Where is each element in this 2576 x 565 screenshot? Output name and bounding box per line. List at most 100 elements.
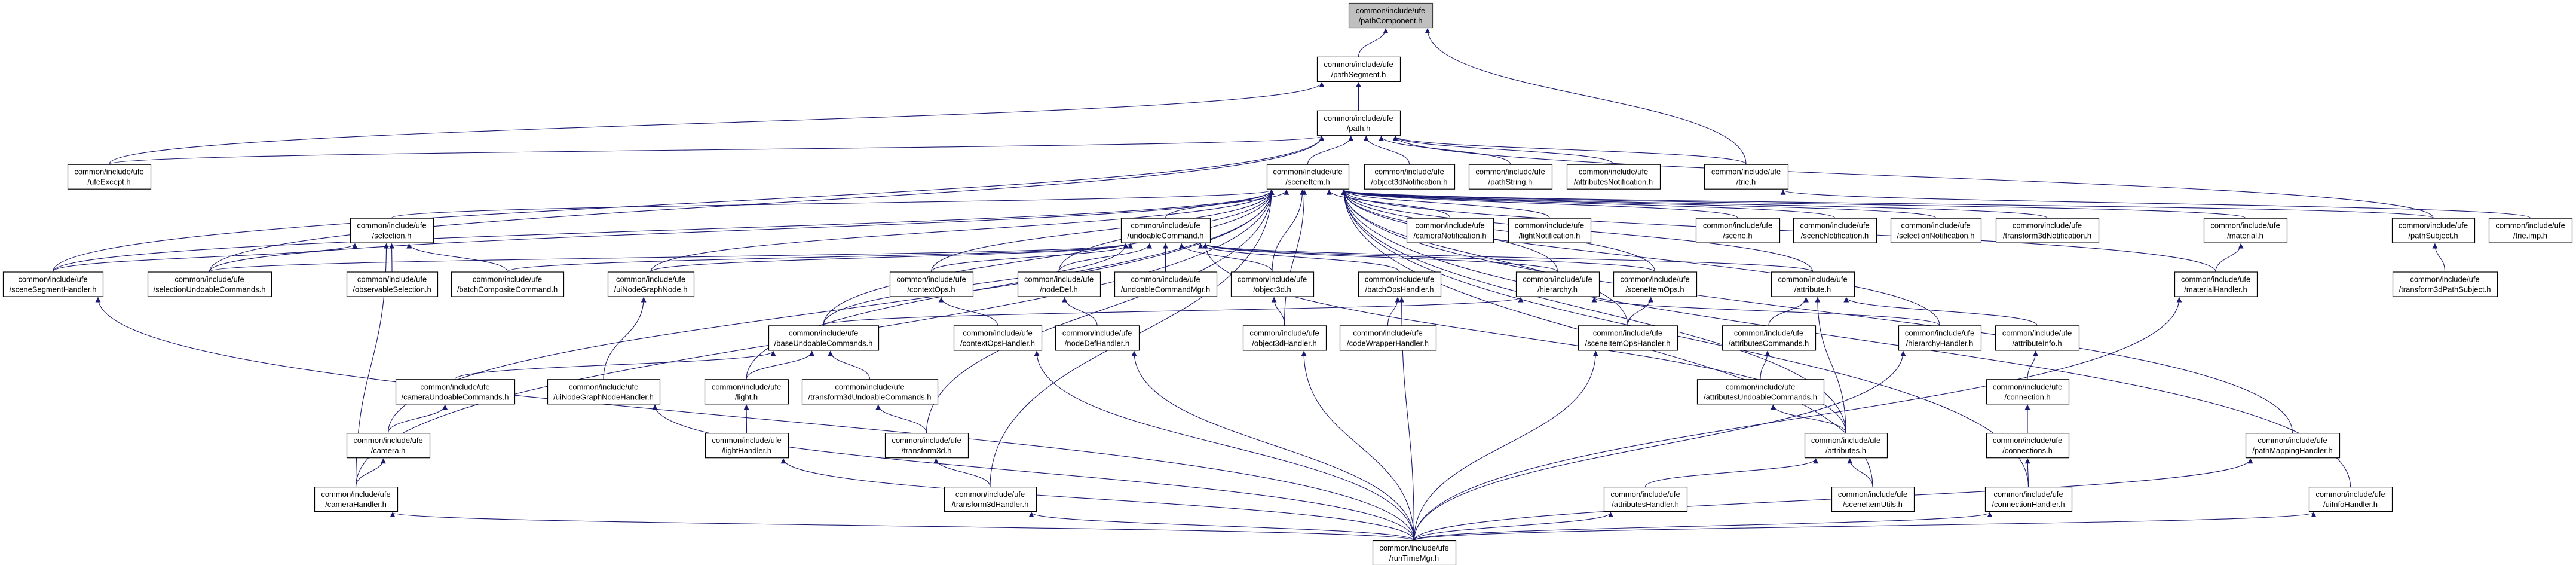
- node-uiNodeGraphNode[interactable]: common/include/ufe/uiNodeGraphNode.h: [607, 271, 695, 297]
- node-selectionUndoableCommands[interactable]: common/include/ufe/selectionUndoableComm…: [147, 271, 272, 297]
- node-materialHandler[interactable]: common/include/ufe/materialHandler.h: [2174, 271, 2258, 297]
- node-cameraNotification[interactable]: common/include/ufe/cameraNotification.h: [1406, 218, 1494, 243]
- node-attribute[interactable]: common/include/ufe/attribute.h: [1771, 271, 1855, 297]
- edge-runTimeMgr-to-contextOpsHandler: [1034, 350, 1415, 541]
- node-box: [1603, 486, 1688, 512]
- node-prefix: common/include/ufe: [1800, 221, 1869, 230]
- node-selection[interactable]: common/include/ufe/selection.h: [350, 218, 434, 243]
- node-pathSubject[interactable]: common/include/ufe/pathSubject.h: [2391, 218, 2476, 243]
- node-object3dNotification[interactable]: common/include/ufe/object3dNotification.…: [1364, 164, 1456, 190]
- node-scene[interactable]: common/include/ufe/scene.h: [1695, 218, 1781, 243]
- node-object3dHandler[interactable]: common/include/ufe/object3dHandler.h: [1242, 325, 1327, 351]
- node-lightHandler[interactable]: common/include/ufe/lightHandler.h: [705, 433, 789, 459]
- node-cameraUndoableCommands[interactable]: common/include/ufe/cameraUndoableCommand…: [395, 379, 516, 405]
- node-sceneNotification[interactable]: common/include/ufe/sceneNotification.h: [1793, 218, 1877, 243]
- node-object3d[interactable]: common/include/ufe/object3d.h: [1230, 271, 1315, 297]
- edge-runTimeMgr-to-lightHandler: [780, 458, 1415, 541]
- node-baseUndoableCommands[interactable]: common/include/ufe/baseUndoableCommands.…: [768, 325, 880, 351]
- node-attributesNotification[interactable]: common/include/ufe/attributesNotificatio…: [1566, 164, 1661, 190]
- edge-batchCompositeCommand-to-selection: [406, 243, 508, 272]
- node-box: [314, 486, 399, 512]
- edge-attributes-to-attributesUndoableCommands: [1770, 404, 1846, 433]
- node-observableSelection[interactable]: common/include/ufe/observableSelection.h: [346, 271, 439, 297]
- node-sceneSegmentHandler[interactable]: common/include/ufe/sceneSegmentHandler.h: [2, 271, 104, 297]
- node-camera[interactable]: common/include/ufe/camera.h: [346, 433, 431, 459]
- node-connections[interactable]: common/include/ufe/connections.h: [1986, 433, 2070, 459]
- node-transform3d[interactable]: common/include/ufe/transform3d.h: [884, 433, 969, 459]
- node-filename: /cameraUndoableCommands.h: [402, 392, 509, 401]
- node-path[interactable]: common/include/ufe/path.h: [1316, 110, 1401, 136]
- node-pathComponent[interactable]: common/include/ufe/pathComponent.h: [1348, 2, 1434, 29]
- node-pathMappingHandler[interactable]: common/include/ufe/pathMappingHandler.h: [2245, 433, 2341, 459]
- node-prefix: common/include/ufe: [892, 436, 961, 445]
- node-filename: /sceneItemUtils.h: [1843, 500, 1903, 509]
- node-sceneItemOpsHandler[interactable]: common/include/ufe/sceneItemOpsHandler.h: [1578, 325, 1678, 351]
- node-selectionNotification[interactable]: common/include/ufe/selectionNotification…: [1890, 218, 1982, 243]
- node-attributeInfo[interactable]: common/include/ufe/attributeInfo.h: [1995, 325, 2080, 351]
- node-sceneItem[interactable]: common/include/ufe/sceneItem.h: [1266, 164, 1350, 190]
- edge-sceneItemOpsHandler-to-sceneItem: [1341, 189, 1628, 326]
- node-batchCompositeCommand[interactable]: common/include/ufe/batchCompositeCommand…: [451, 271, 565, 297]
- node-nodeDef[interactable]: common/include/ufe/nodeDef.h: [1017, 271, 1101, 297]
- node-connection[interactable]: common/include/ufe/connection.h: [1986, 379, 2070, 405]
- node-lightNotification[interactable]: common/include/ufe/lightNotification.h: [1508, 218, 1592, 243]
- edge-materialHandler-to-material: [2215, 243, 2244, 272]
- node-box: [1613, 271, 1698, 297]
- node-transform3dHandler[interactable]: common/include/ufe/transform3dHandler.h: [944, 486, 1037, 512]
- node-ufeExcept[interactable]: common/include/ufe/ufeExcept.h: [67, 164, 152, 190]
- node-runTimeMgr[interactable]: common/include/ufe/runTimeMgr.h: [1372, 540, 1457, 565]
- node-hierarchyHandler[interactable]: common/include/ufe/hierarchyHandler.h: [1898, 325, 1982, 351]
- node-sceneItemOps[interactable]: common/include/ufe/sceneItemOps.h: [1613, 271, 1698, 297]
- node-trie[interactable]: common/include/ufe/trie.h: [1704, 164, 1789, 190]
- edge-contextOpsHandler-to-contextOps: [938, 297, 998, 326]
- edge-sceneItemUtils-to-attributes: [1847, 458, 1873, 487]
- edge-runTimeMgr-to-sceneItemOpsHandler: [1413, 350, 1598, 541]
- node-prefix: common/include/ufe: [1273, 167, 1342, 176]
- node-uiNodeGraphNodeHandler[interactable]: common/include/ufe/uiNodeGraphNodeHandle…: [547, 379, 661, 405]
- node-contextOps[interactable]: common/include/ufe/contextOps.h: [889, 271, 974, 297]
- node-filename: /attributesHandler.h: [1612, 500, 1679, 509]
- node-box: [1984, 486, 2073, 512]
- node-cameraHandler[interactable]: common/include/ufe/cameraHandler.h: [314, 486, 399, 512]
- node-attributes[interactable]: common/include/ufe/attributes.h: [1804, 433, 1888, 459]
- node-attributesCommands[interactable]: common/include/ufe/attributesCommands.h: [1722, 325, 1817, 351]
- node-prefix: common/include/ufe: [1620, 275, 1689, 284]
- edge-uiNodeGraphNode-to-undoableCommand: [650, 243, 1129, 272]
- edge-selectionUndoableCommands-to-path: [209, 135, 1325, 272]
- node-filename: /codeWrapperHandler.h: [1347, 338, 1429, 347]
- node-nodeDefHandler[interactable]: common/include/ufe/nodeDefHandler.h: [1055, 325, 1140, 351]
- node-attributesHandler[interactable]: common/include/ufe/attributesHandler.h: [1603, 486, 1688, 512]
- node-filename: /batchCompositeCommand.h: [457, 285, 558, 294]
- node-attributesUndoableCommands[interactable]: common/include/ufe/attributesUndoableCom…: [1696, 379, 1825, 405]
- node-transform3dPathSubject[interactable]: common/include/ufe/transform3dPathSubjec…: [2392, 271, 2498, 297]
- node-box: [2308, 486, 2393, 512]
- node-batchOpsHandler[interactable]: common/include/ufe/batchOpsHandler.h: [1358, 271, 1442, 297]
- edge-transform3d-to-transform3dUndoableCommands: [875, 404, 927, 433]
- node-pathString[interactable]: common/include/ufe/pathString.h: [1468, 164, 1553, 190]
- edge-pathSegment-to-pathComponent: [1358, 28, 1389, 57]
- node-transform3dUndoableCommands[interactable]: common/include/ufe/transform3dUndoableCo…: [801, 379, 939, 405]
- node-prefix: common/include/ufe: [1131, 275, 1200, 284]
- node-prefix: common/include/ufe: [955, 490, 1025, 499]
- node-connectionHandler[interactable]: common/include/ufe/connectionHandler.h: [1984, 486, 2073, 512]
- node-contextOpsHandler[interactable]: common/include/ufe/contextOpsHandler.h: [953, 325, 1043, 351]
- node-filename: /undoableCommandMgr.h: [1121, 285, 1211, 294]
- node-hierarchy[interactable]: common/include/ufe/hierarchy.h: [1515, 271, 1600, 297]
- node-undoableCommand[interactable]: common/include/ufe/undoableCommand.h: [1120, 218, 1211, 243]
- node-trieImp[interactable]: common/include/ufe/trie.imp.h: [2488, 218, 2573, 243]
- node-prefix: common/include/ufe: [1324, 114, 1393, 123]
- node-filename: /hierarchyHandler.h: [1906, 338, 1974, 347]
- node-material[interactable]: common/include/ufe/material.h: [2203, 218, 2288, 243]
- edge-cameraHandler-to-camera: [355, 458, 386, 487]
- node-codeWrapperHandler[interactable]: common/include/ufe/codeWrapperHandler.h: [1339, 325, 1437, 351]
- node-transform3dNotification[interactable]: common/include/ufe/transform3dNotificati…: [1995, 218, 2100, 243]
- node-sceneItemUtils[interactable]: common/include/ufe/sceneItemUtils.h: [1831, 486, 1915, 512]
- node-uiInfoHandler[interactable]: common/include/ufe/uiInfoHandler.h: [2308, 486, 2393, 512]
- node-prefix: common/include/ufe: [18, 275, 87, 284]
- node-undoableCommandMgr[interactable]: common/include/ufe/undoableCommandMgr.h: [1114, 271, 1218, 297]
- node-pathSegment[interactable]: common/include/ufe/pathSegment.h: [1316, 56, 1401, 83]
- node-light[interactable]: common/include/ufe/light.h: [704, 379, 789, 405]
- node-filename: /trie.imp.h: [2513, 231, 2547, 240]
- edge-object3d-to-undoableCommand: [1178, 243, 1273, 272]
